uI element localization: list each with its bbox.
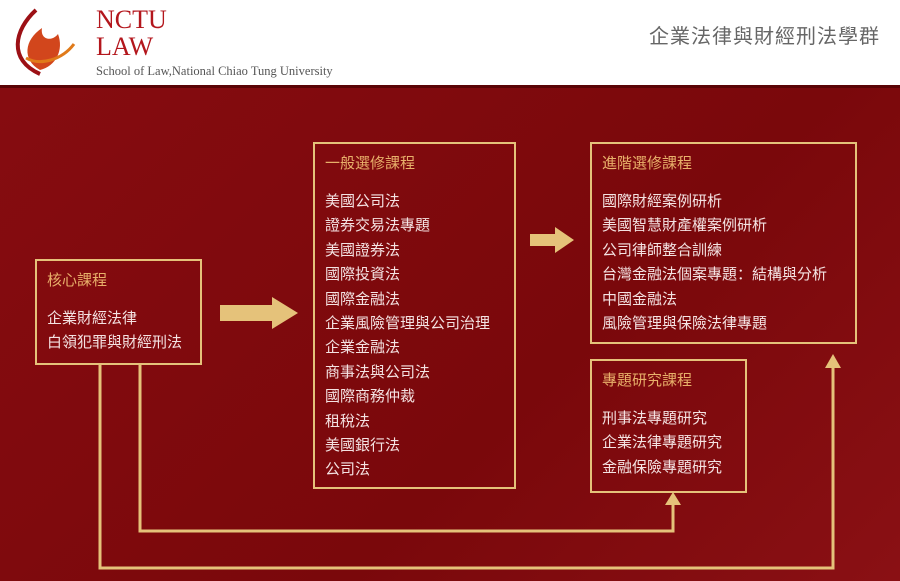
line-core-to-advanced: [98, 364, 835, 570]
core-title: 核心課程: [47, 271, 108, 289]
curriculum-diagram: 核心課程 企業財經法律 白領犯罪與財經刑法 一般選修課程 美國公司法 證券交易法…: [0, 85, 900, 581]
list-item: 公司法: [325, 460, 371, 479]
general-title: 一般選修課程: [325, 154, 416, 172]
list-item: 企業風險管理與公司治理: [325, 314, 491, 333]
advanced-courses-box: 進階選修課程 國際財經案例研析 美國智慧財產權案例研析 公司律師整合訓練 台灣金…: [590, 142, 857, 344]
list-item: 企業金融法: [325, 338, 401, 357]
arrowhead-research: [665, 492, 681, 505]
connectors: [98, 227, 841, 570]
list-item: 企業財經法律: [47, 309, 138, 327]
arrowhead-advanced: [825, 354, 841, 368]
research-courses-box: 專題研究課程 刑事法專題研究 企業法律專題研究 金融保險專題研究: [590, 359, 747, 493]
list-item: 租稅法: [325, 411, 371, 430]
logo-subtitle: School of Law,National Chiao Tung Univer…: [96, 64, 333, 78]
line-core-to-research: [138, 364, 675, 533]
logo-text-nctu: NCTU: [96, 5, 167, 34]
list-item: 金融保險專題研究: [602, 457, 723, 476]
core-courses-box: 核心課程 企業財經法律 白領犯罪與財經刑法: [35, 259, 202, 365]
logo-flame-icon: [15, 8, 76, 76]
list-item: 商事法與公司法: [325, 362, 431, 381]
advanced-title: 進階選修課程: [602, 154, 693, 172]
logo-text-law: LAW: [96, 32, 154, 61]
list-item: 國際財經案例研析: [602, 192, 723, 210]
list-item: 證券交易法專題: [325, 216, 431, 235]
arrow-core-to-general: [220, 297, 298, 329]
list-item: 白領犯罪與財經刑法: [47, 333, 183, 352]
research-title: 專題研究課程: [602, 371, 693, 389]
page-title: 企業法律與財經刑法學群: [649, 24, 880, 48]
list-item: 刑事法專題研究: [602, 409, 708, 427]
list-item: 台灣金融法個案專題：結構與分析: [602, 265, 828, 284]
list-item: 中國金融法: [602, 289, 678, 308]
list-item: 美國銀行法: [325, 436, 401, 455]
list-item: 風險管理與保險法律專題: [602, 314, 768, 333]
general-courses-box: 一般選修課程 美國公司法 證券交易法專題 美國證券法 國際投資法 國際金融法 企…: [313, 142, 516, 489]
list-item: 美國公司法: [325, 192, 401, 210]
list-item: 國際金融法: [325, 289, 401, 308]
list-item: 公司律師整合訓練: [602, 240, 723, 259]
list-item: 美國智慧財產權案例研析: [602, 216, 768, 235]
list-item: 國際投資法: [325, 265, 401, 284]
list-item: 美國證券法: [325, 240, 401, 259]
list-item: 企業法律專題研究: [602, 433, 723, 452]
header: NCTU LAW School of Law,National Chiao Tu…: [0, 0, 900, 85]
arrow-general-to-advanced: [530, 227, 574, 253]
list-item: 國際商務仲裁: [325, 387, 416, 406]
